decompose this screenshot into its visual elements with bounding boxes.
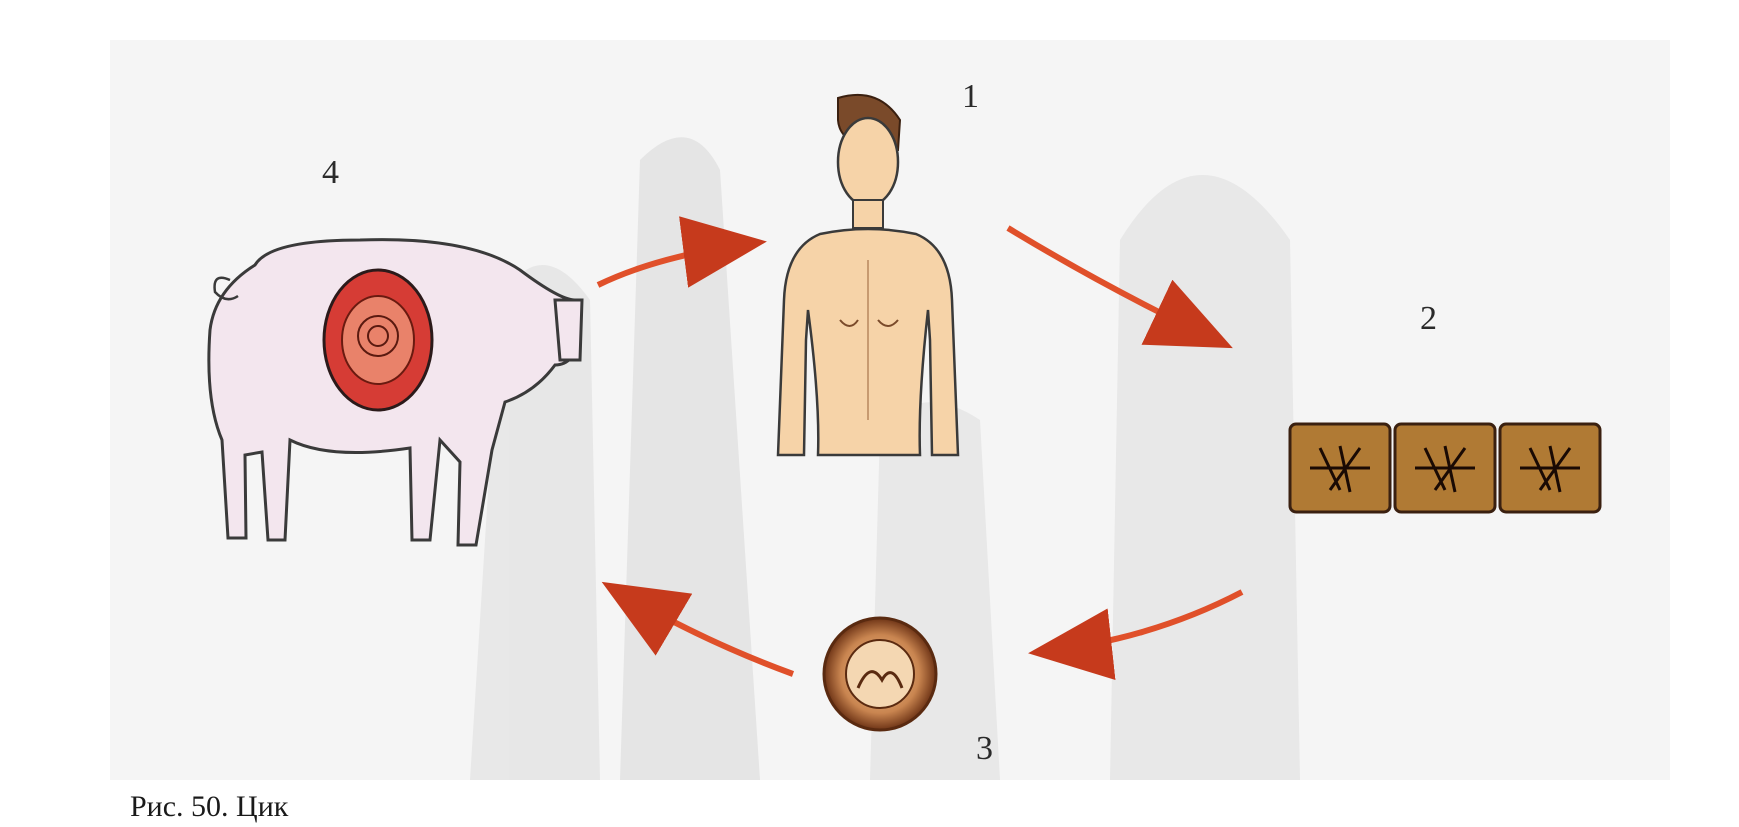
label-human: 1	[962, 78, 979, 116]
egg-icon	[824, 618, 936, 730]
tapeworm-segments-icon	[1290, 424, 1600, 512]
figure-caption: Рис. 50. Цик	[130, 790, 288, 824]
cyst-inner	[342, 296, 414, 384]
label-egg: 3	[976, 730, 993, 768]
label-segments: 2	[1420, 300, 1437, 338]
label-pig: 4	[322, 154, 339, 192]
